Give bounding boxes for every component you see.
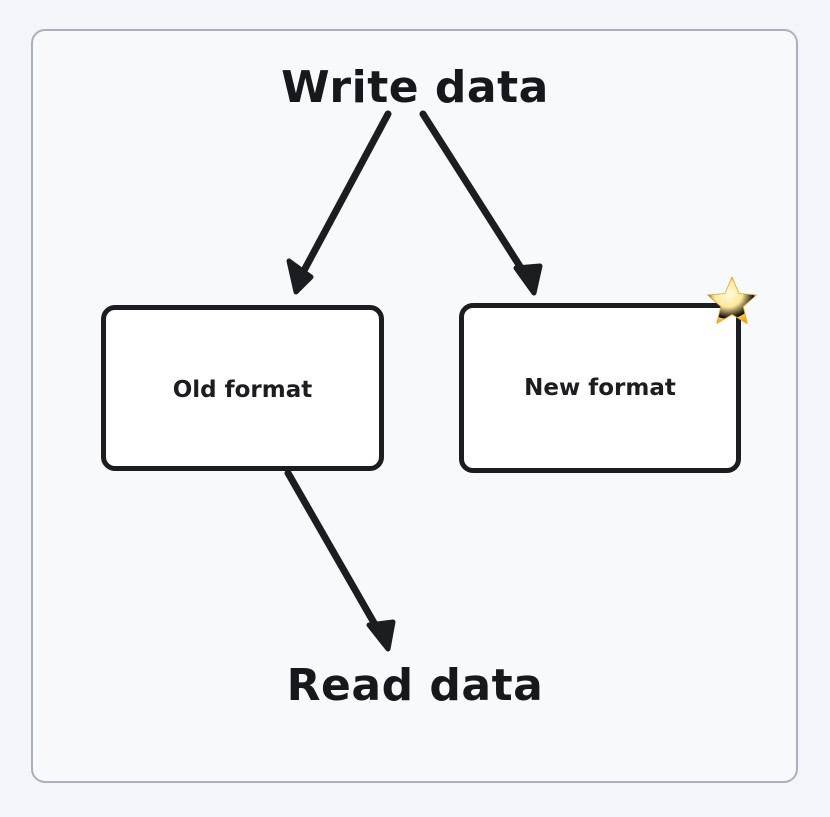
node-old-format-label: Old format — [172, 377, 313, 403]
node-new-format-label: New format — [524, 375, 676, 401]
write-data-title: Write data — [281, 62, 549, 113]
node-new-format[interactable] — [459, 303, 741, 473]
star-icon — [707, 276, 757, 324]
read-data-title: Read data — [286, 660, 544, 711]
node-old-format[interactable] — [101, 305, 384, 471]
